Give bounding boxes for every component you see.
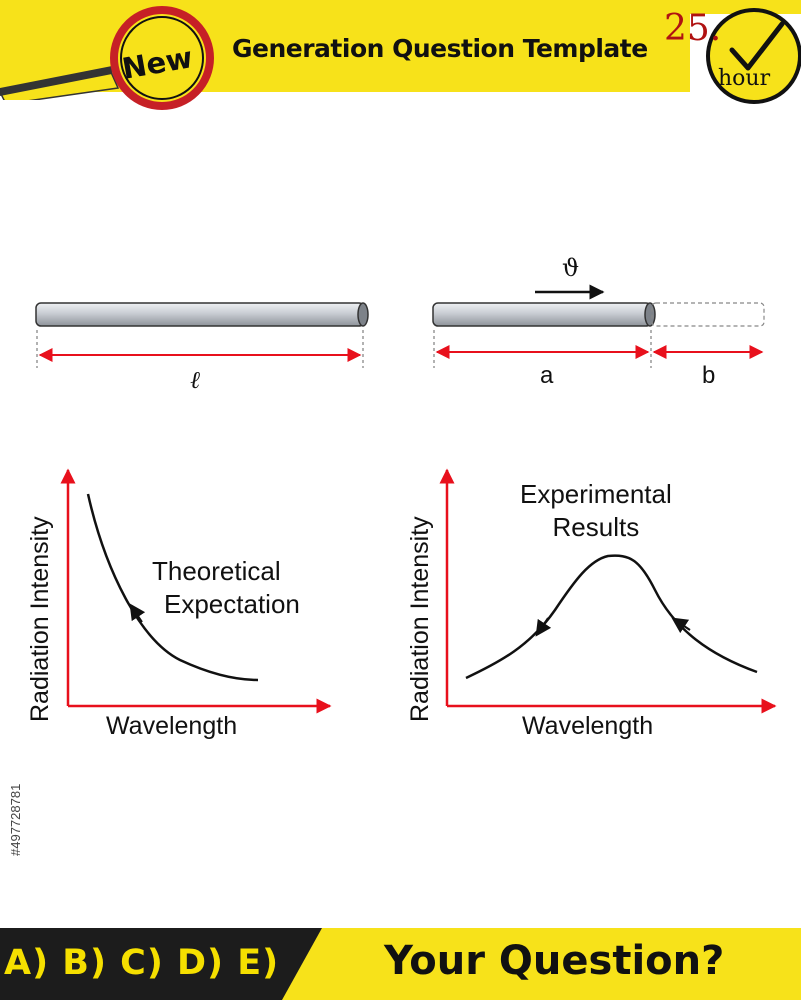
theoretical-graph — [60, 468, 332, 714]
experimental-right-arrow — [671, 617, 691, 634]
left-y-axis-label: Radiation Intensity — [26, 516, 54, 722]
theoretical-curve — [86, 493, 259, 682]
experimental-curve — [465, 554, 758, 680]
left-x-axis-label: Wavelength — [106, 712, 238, 740]
checkmark-icon — [729, 21, 785, 71]
magnifier-icon — [110, 6, 214, 110]
right-x-axis-label: Wavelength — [522, 712, 654, 740]
graphs — [60, 468, 777, 714]
experimental-label: Experimental Results — [520, 478, 672, 543]
footer-banner — [0, 928, 801, 1000]
right-y-axis-label: Radiation Intensity — [406, 516, 434, 722]
experimental-label-line1: Experimental — [520, 479, 672, 509]
hour-number: 25. — [664, 8, 722, 49]
rod-left — [35, 302, 369, 327]
hour-label: hour — [718, 66, 771, 91]
segment-b-label: b — [702, 362, 716, 389]
theoretical-label-line1: Theoretical — [152, 556, 281, 586]
rod-extension-outline — [651, 302, 765, 327]
theoretical-label: Theoretical Expectation — [152, 555, 300, 620]
velocity-label: ϑ — [562, 254, 580, 282]
question-prompt: Your Question? — [384, 938, 725, 984]
theoretical-label-line2: Expectation — [164, 588, 300, 619]
experimental-label-line2: Results — [552, 511, 640, 542]
rod-diagram — [35, 284, 765, 368]
segment-a-label: a — [540, 362, 554, 389]
length-label: ℓ — [190, 366, 200, 394]
answer-choices: A) B) C) D) E) — [4, 943, 280, 983]
stock-id-text: #497728781 — [8, 783, 23, 856]
experimental-left-arrow — [535, 617, 552, 637]
clock-badge — [706, 8, 801, 104]
rod-right — [432, 302, 656, 327]
experimental-graph — [439, 468, 777, 714]
theoretical-curve-arrow — [129, 603, 146, 623]
page-title: Generation Question Template — [232, 34, 648, 63]
